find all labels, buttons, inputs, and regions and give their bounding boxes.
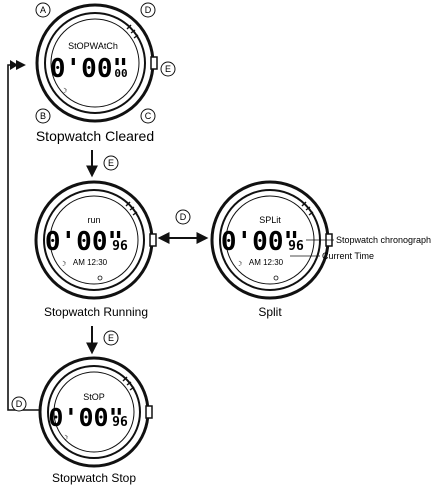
annotation-chronograph: Stopwatch chronograph bbox=[336, 235, 431, 245]
button-d[interactable]: D bbox=[140, 2, 156, 18]
side-button-e[interactable] bbox=[150, 56, 158, 70]
watch-screen bbox=[49, 195, 139, 285]
light-icon: ☽ bbox=[60, 260, 66, 268]
button-e[interactable]: E bbox=[160, 61, 176, 77]
flow-label-e1: E bbox=[103, 155, 119, 171]
time-readout: 0'00" bbox=[221, 227, 299, 257]
caption-cleared: Stopwatch Cleared bbox=[36, 128, 154, 144]
mode-label: StOPWAtCh bbox=[68, 41, 118, 51]
time-readout: 0'00" bbox=[50, 54, 128, 84]
light-icon: ☽ bbox=[236, 260, 242, 268]
side-button-e[interactable] bbox=[149, 233, 157, 247]
hundredths-readout: 00 bbox=[114, 67, 127, 80]
button-b[interactable]: B bbox=[35, 108, 51, 124]
svg-text:E: E bbox=[108, 158, 114, 168]
time-readout: 0'00" bbox=[48, 403, 123, 432]
button-c[interactable]: C bbox=[140, 108, 156, 124]
run-indicator-icon bbox=[97, 275, 103, 281]
watch-screen bbox=[53, 371, 135, 453]
svg-text:B: B bbox=[40, 111, 46, 121]
svg-text:D: D bbox=[145, 5, 152, 15]
hundredths-readout: 96 bbox=[288, 239, 304, 254]
hundredths-readout: 96 bbox=[112, 239, 128, 254]
caption-split: Split bbox=[258, 305, 282, 319]
mode-label: run bbox=[87, 215, 100, 225]
double-arrowhead-icon bbox=[10, 60, 24, 70]
svg-text:E: E bbox=[108, 333, 114, 343]
flow-label-d-return: D bbox=[11, 396, 27, 412]
svg-text:E: E bbox=[165, 64, 171, 74]
bezel-ticks bbox=[301, 201, 314, 216]
svg-text:D: D bbox=[180, 212, 187, 222]
run-indicator-icon bbox=[273, 275, 279, 281]
watch-cleared: StOPWAtCh 0'00" 00 ☽ A D E B C bbox=[35, 2, 176, 124]
hundredths-readout: 96 bbox=[112, 415, 128, 430]
flow-label-e2: E bbox=[103, 330, 119, 346]
bezel-ticks bbox=[126, 24, 139, 39]
caption-stop: Stopwatch Stop bbox=[52, 471, 136, 485]
side-button-e[interactable] bbox=[145, 405, 153, 419]
svg-text:A: A bbox=[40, 5, 46, 15]
current-time-readout: AM 12:30 bbox=[249, 258, 284, 267]
watch-screen bbox=[50, 18, 140, 108]
watch-split: SPLit 0'00" 96 AM 12:30 ☽ bbox=[210, 180, 333, 300]
light-icon: ☽ bbox=[62, 434, 68, 442]
watch-stop: StOP 0'00" 96 ☽ bbox=[38, 356, 153, 468]
bezel-ticks bbox=[122, 376, 135, 391]
mode-label: SPLit bbox=[259, 215, 281, 225]
light-icon: ☽ bbox=[61, 87, 67, 95]
flow-label-d-toggle: D bbox=[175, 209, 191, 225]
watch-running: run 0'00" 96 AM 12:30 ☽ bbox=[34, 180, 157, 300]
caption-running: Stopwatch Running bbox=[44, 305, 148, 319]
svg-text:C: C bbox=[145, 111, 152, 121]
current-time-readout: AM 12:30 bbox=[73, 258, 108, 267]
time-readout: 0'00" bbox=[45, 227, 123, 257]
bezel-ticks bbox=[125, 201, 138, 216]
svg-text:D: D bbox=[16, 399, 23, 409]
button-a[interactable]: A bbox=[35, 2, 51, 18]
mode-label: StOP bbox=[83, 392, 105, 402]
annotation-current-time: Current Time bbox=[322, 251, 374, 261]
